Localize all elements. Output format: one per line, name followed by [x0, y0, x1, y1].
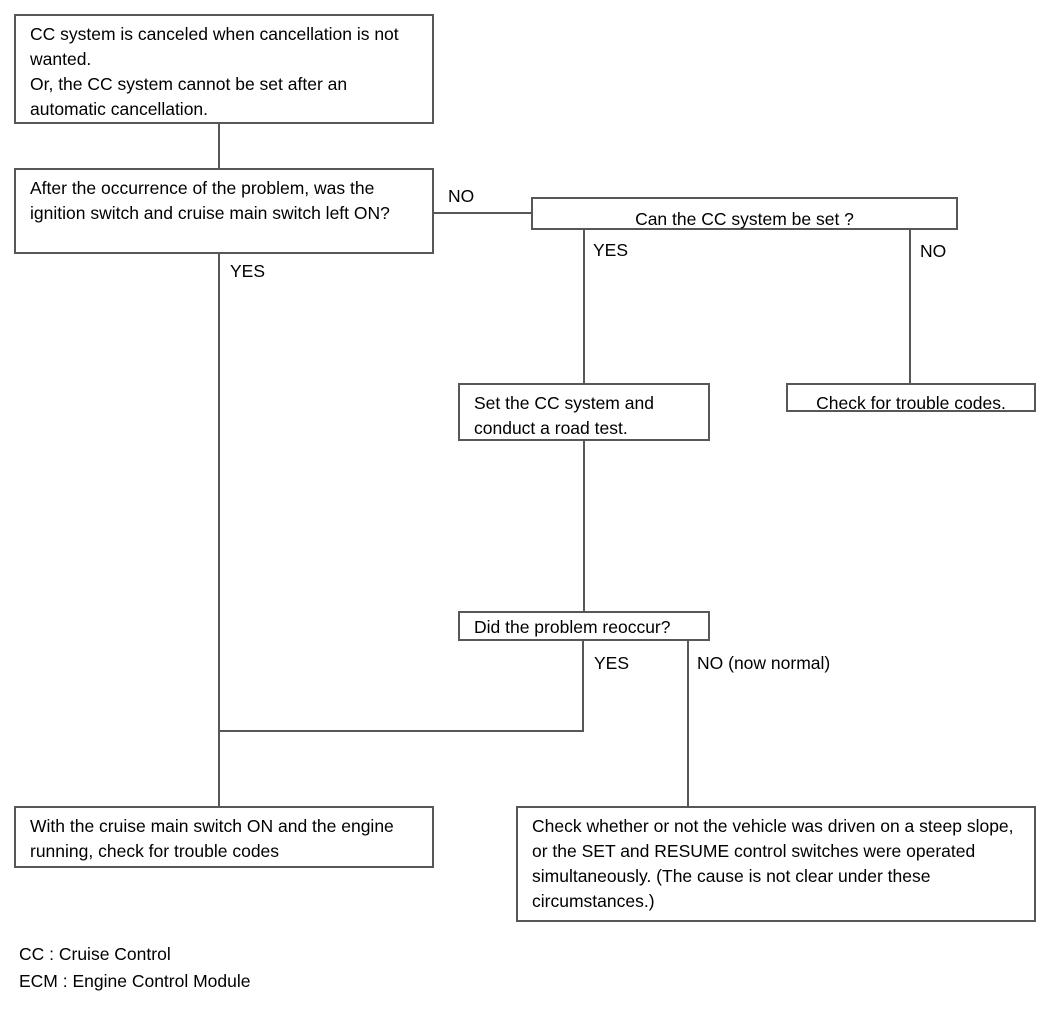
legend-item-cc: CC : Cruise Control: [19, 944, 171, 964]
node-action-check-steep-slope: Check whether or not the vehicle was dri…: [516, 806, 1036, 922]
edge-label-reoccur-no: NO (now normal): [697, 653, 831, 673]
connector-can-set-no-to-trouble-codes: [909, 229, 911, 385]
legend: CC : Cruise Control ECM : Engine Control…: [19, 941, 251, 995]
node-action-cruise-switch-on: With the cruise main switch ON and the e…: [14, 806, 434, 868]
edge-label-ignition-yes: YES: [230, 261, 266, 281]
node-question-ignition: After the occurrence of the problem, was…: [14, 168, 434, 254]
connector-trunk-to-cruise-switch-box: [218, 732, 220, 808]
edge-label-reoccur-yes: YES: [594, 653, 630, 673]
edge-label-can-set-yes: YES: [593, 240, 629, 260]
connector-reoccur-yes-down: [582, 640, 584, 732]
connector-statement-to-ignition: [218, 123, 220, 170]
node-question-reoccur: Did the problem reoccur?: [458, 611, 710, 641]
connector-ignition-yes-trunk: [218, 252, 220, 732]
legend-item-ecm: ECM : Engine Control Module: [19, 971, 251, 991]
connector-reoccur-no-to-steep-slope: [687, 640, 689, 807]
node-action-set-and-road-test: Set the CC system and conduct a road tes…: [458, 383, 710, 441]
edge-label-can-set-no: NO: [920, 241, 947, 261]
node-action-check-trouble-codes: Check for trouble codes.: [786, 383, 1036, 413]
edge-label-ignition-no: NO: [448, 186, 475, 206]
node-question-can-set: Can the CC system be set ?: [531, 197, 958, 230]
connector-ignition-no-to-can-set: [433, 212, 533, 214]
node-problem-statement: CC system is canceled when cancellation …: [14, 14, 434, 124]
connector-road-test-to-reoccur: [583, 440, 585, 612]
connector-can-set-yes-to-road-test: [583, 229, 585, 385]
connector-reoccur-yes-to-trunk: [218, 730, 584, 732]
